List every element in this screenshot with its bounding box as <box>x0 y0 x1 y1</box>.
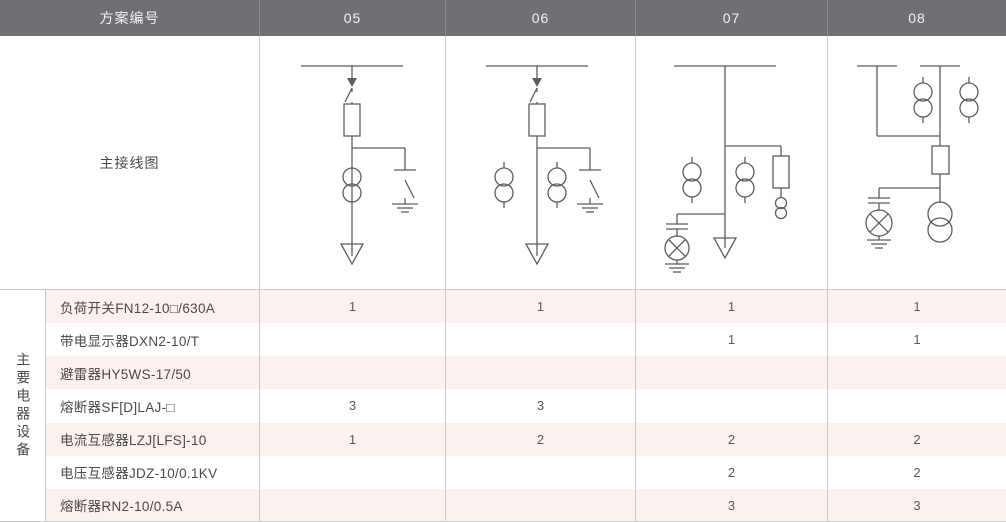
equipment-qty-05 <box>260 455 446 489</box>
equipment-qty-05: 1 <box>260 290 446 324</box>
equipment-qty-07: 2 <box>636 455 828 489</box>
equipment-qty-05: 3 <box>260 389 446 423</box>
equipment-qty-05 <box>260 323 446 357</box>
table-row: 带电显示器DXN2-10/T 1 1 <box>46 323 1006 357</box>
equipment-name: 带电显示器DXN2-10/T <box>46 323 260 357</box>
equipment-qty-07 <box>636 356 828 390</box>
header-column-05: 05 <box>260 0 446 36</box>
scheme-06-diagram <box>446 36 636 289</box>
equipment-qty-06: 3 <box>446 389 636 423</box>
equipment-qty-08: 1 <box>913 332 921 348</box>
equipment-qty-06 <box>446 356 636 390</box>
equipment-qty-05 <box>260 356 446 390</box>
table-row: 电流互感器LZJ[LFS]-10 1 2 2 2 <box>46 422 1006 456</box>
equipment-qty-06 <box>446 488 636 522</box>
equipment-section-vertical-label: 主要电器设备 <box>0 290 46 522</box>
equipment-qty-07: 3 <box>636 488 828 522</box>
equipment-qty-08 <box>828 356 1006 389</box>
main-wiring-diagram-row: 主接线图 <box>0 36 1006 290</box>
equipment-qty-06: 2 <box>446 422 636 456</box>
table-row: 电压互感器JDZ-10/0.1KV 2 2 <box>46 455 1006 489</box>
equipment-qty-07 <box>636 389 828 423</box>
equipment-qty-06: 1 <box>446 290 636 324</box>
equipment-section-vertical-label-text: 主要电器设备 <box>15 352 32 460</box>
equipment-name: 避雷器HY5WS-17/50 <box>46 356 260 390</box>
equipment-table: 主要电器设备 负荷开关FN12-10□/630A 1 1 1 1 带电显示器DX… <box>0 290 1006 522</box>
header-column-06: 06 <box>446 0 636 36</box>
equipment-qty-05 <box>260 488 446 522</box>
table-row: 避雷器HY5WS-17/50 <box>46 356 1006 390</box>
equipment-qty-07: 1 <box>636 290 828 324</box>
equipment-qty-06 <box>446 455 636 489</box>
header-scheme-label: 方案编号 <box>0 0 260 36</box>
equipment-qty-08: 1 <box>913 299 921 315</box>
scheme-07-diagram <box>636 36 828 289</box>
scheme-08-diagram <box>828 36 1006 289</box>
equipment-qty-05: 1 <box>260 422 446 456</box>
equipment-qty-07: 2 <box>636 422 828 456</box>
equipment-qty-06 <box>446 323 636 357</box>
table-header-row: 方案编号 05 06 07 08 <box>0 0 1006 36</box>
equipment-qty-08: 2 <box>913 464 921 480</box>
equipment-qty-08: 3 <box>913 497 921 513</box>
equipment-name: 电流互感器LZJ[LFS]-10 <box>46 422 260 456</box>
equipment-name: 熔断器SF[D]LAJ-□ <box>46 389 260 423</box>
main-wiring-diagram-label: 主接线图 <box>0 36 260 289</box>
equipment-name: 熔断器RN2-10/0.5A <box>46 488 260 522</box>
equipment-qty-08: 2 <box>913 431 921 447</box>
table-row: 熔断器RN2-10/0.5A 3 3 <box>46 488 1006 522</box>
scheme-05-diagram <box>260 36 446 289</box>
equipment-name: 负荷开关FN12-10□/630A <box>46 290 260 324</box>
header-column-08: 08 <box>908 10 926 26</box>
equipment-rows: 负荷开关FN12-10□/630A 1 1 1 1 带电显示器DXN2-10/T… <box>46 290 1006 522</box>
equipment-qty-08 <box>828 389 1006 422</box>
equipment-qty-07: 1 <box>636 323 828 357</box>
table-row: 熔断器SF[D]LAJ-□ 3 3 <box>46 389 1006 423</box>
table-row: 负荷开关FN12-10□/630A 1 1 1 1 <box>46 290 1006 324</box>
equipment-name: 电压互感器JDZ-10/0.1KV <box>46 455 260 489</box>
header-column-07: 07 <box>636 0 828 36</box>
